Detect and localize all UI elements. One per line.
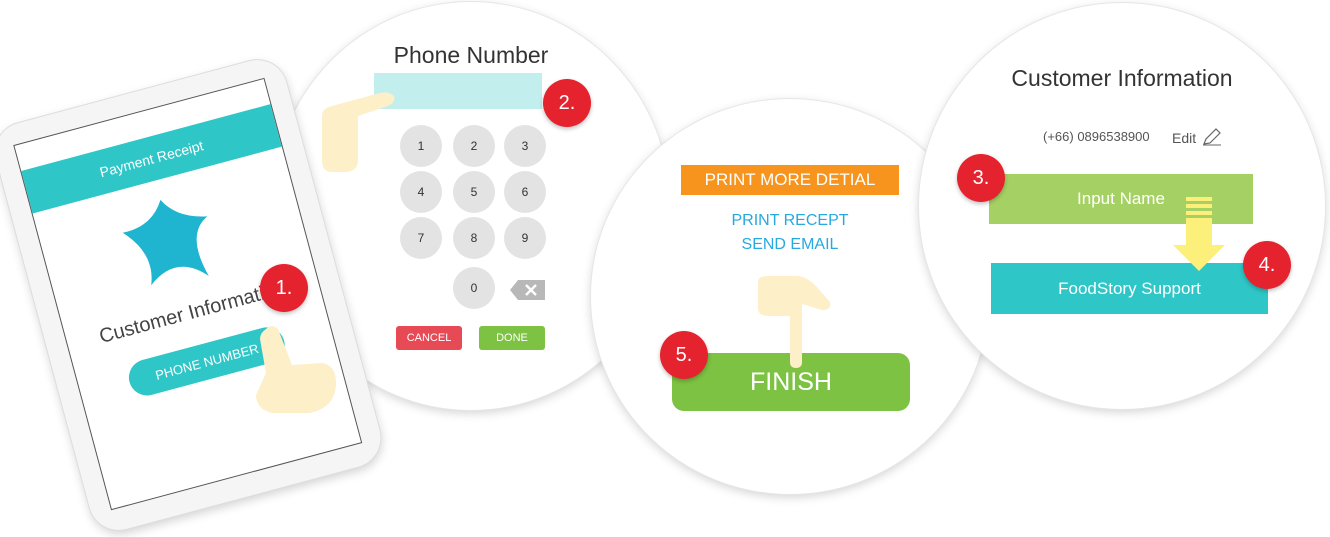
key-3[interactable]: 3 (504, 125, 546, 167)
key-2[interactable]: 2 (453, 125, 495, 167)
backspace-icon[interactable] (510, 279, 546, 301)
step-3-badge: 3. (957, 154, 1005, 202)
key-8[interactable]: 8 (453, 217, 495, 259)
customer-info-title: Customer Information (1011, 65, 1233, 91)
tablet-screen: Payment Receipt Customer Information PHO… (13, 77, 363, 511)
starfish-logo-icon (122, 199, 209, 286)
done-button[interactable]: DONE (479, 326, 545, 350)
edit-link[interactable]: Edit (1172, 128, 1222, 146)
print-receipt-link[interactable]: PRINT RECEPT (731, 212, 849, 229)
print-more-detail-button[interactable]: PRINT MORE DETIAL (681, 165, 899, 195)
key-1[interactable]: 1 (400, 125, 442, 167)
key-7[interactable]: 7 (400, 217, 442, 259)
input-name-button[interactable]: Input Name (989, 174, 1253, 224)
customer-phone: (+66) 0896538900 (1043, 129, 1150, 144)
step-2-badge: 2. (543, 79, 591, 127)
send-email-link[interactable]: SEND EMAIL (741, 236, 839, 253)
key-6[interactable]: 6 (504, 171, 546, 213)
key-4[interactable]: 4 (400, 171, 442, 213)
phone-number-title: Phone Number (393, 42, 549, 68)
phone-number-input[interactable] (374, 73, 542, 109)
step-4-badge: 4. (1243, 241, 1291, 289)
key-0[interactable]: 0 (453, 267, 495, 309)
step-1-badge: 1. (260, 264, 308, 312)
edit-label: Edit (1172, 130, 1197, 146)
foodstory-support-button[interactable]: FoodStory Support (991, 263, 1268, 314)
pointing-hand-icon (758, 276, 831, 368)
pencil-icon (1203, 128, 1222, 146)
pointing-hand-icon (322, 92, 395, 172)
cancel-button[interactable]: CANCEL (396, 326, 462, 350)
finish-button[interactable]: FINISH (672, 353, 910, 411)
customer-info-circle: Customer Information (+66) 0896538900 Ed… (919, 3, 1325, 409)
pointing-hand-icon (256, 326, 336, 413)
step-5-badge: 5. (660, 331, 708, 379)
key-5[interactable]: 5 (453, 171, 495, 213)
tablet-device: Payment Receipt Customer Information PHO… (0, 53, 388, 537)
down-arrow-icon (1173, 197, 1225, 271)
key-9[interactable]: 9 (504, 217, 546, 259)
